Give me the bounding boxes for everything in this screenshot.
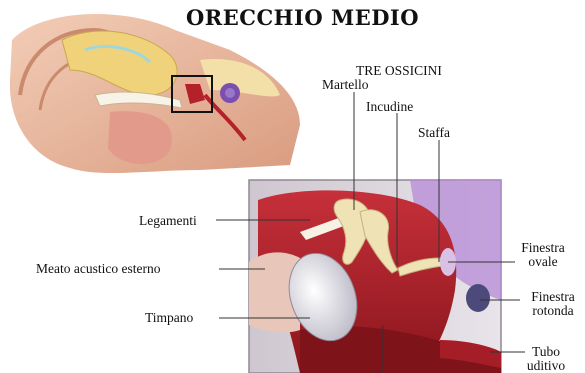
outer-ear-overview bbox=[10, 14, 300, 173]
label-round-window-line1: Finestra bbox=[521, 290, 585, 304]
label-oval-window: Finestra ovale bbox=[512, 241, 574, 269]
label-incus: Incudine bbox=[366, 100, 413, 114]
label-auditory-tube-line1: Tubo bbox=[520, 345, 572, 359]
page-title: ORECCHIO MEDIO bbox=[186, 5, 419, 30]
label-malleus: Martello bbox=[322, 78, 369, 92]
label-ossicles-group: TRE OSSICINI bbox=[356, 64, 442, 78]
zoomed-panel bbox=[249, 180, 501, 373]
label-ligaments: Legamenti bbox=[139, 214, 197, 228]
label-external-canal: Meato acustico esterno bbox=[36, 262, 160, 276]
label-auditory-tube-line2: uditivo bbox=[520, 359, 572, 373]
label-eardrum: Timpano bbox=[145, 311, 193, 325]
label-auditory-tube: Tubo uditivo bbox=[520, 345, 572, 373]
label-oval-window-line1: Finestra bbox=[512, 241, 574, 255]
label-oval-window-line2: ovale bbox=[512, 255, 574, 269]
label-round-window-line2: rotonda bbox=[521, 304, 585, 318]
label-round-window: Finestra rotonda bbox=[521, 290, 585, 318]
label-stapes: Staffa bbox=[418, 126, 450, 140]
